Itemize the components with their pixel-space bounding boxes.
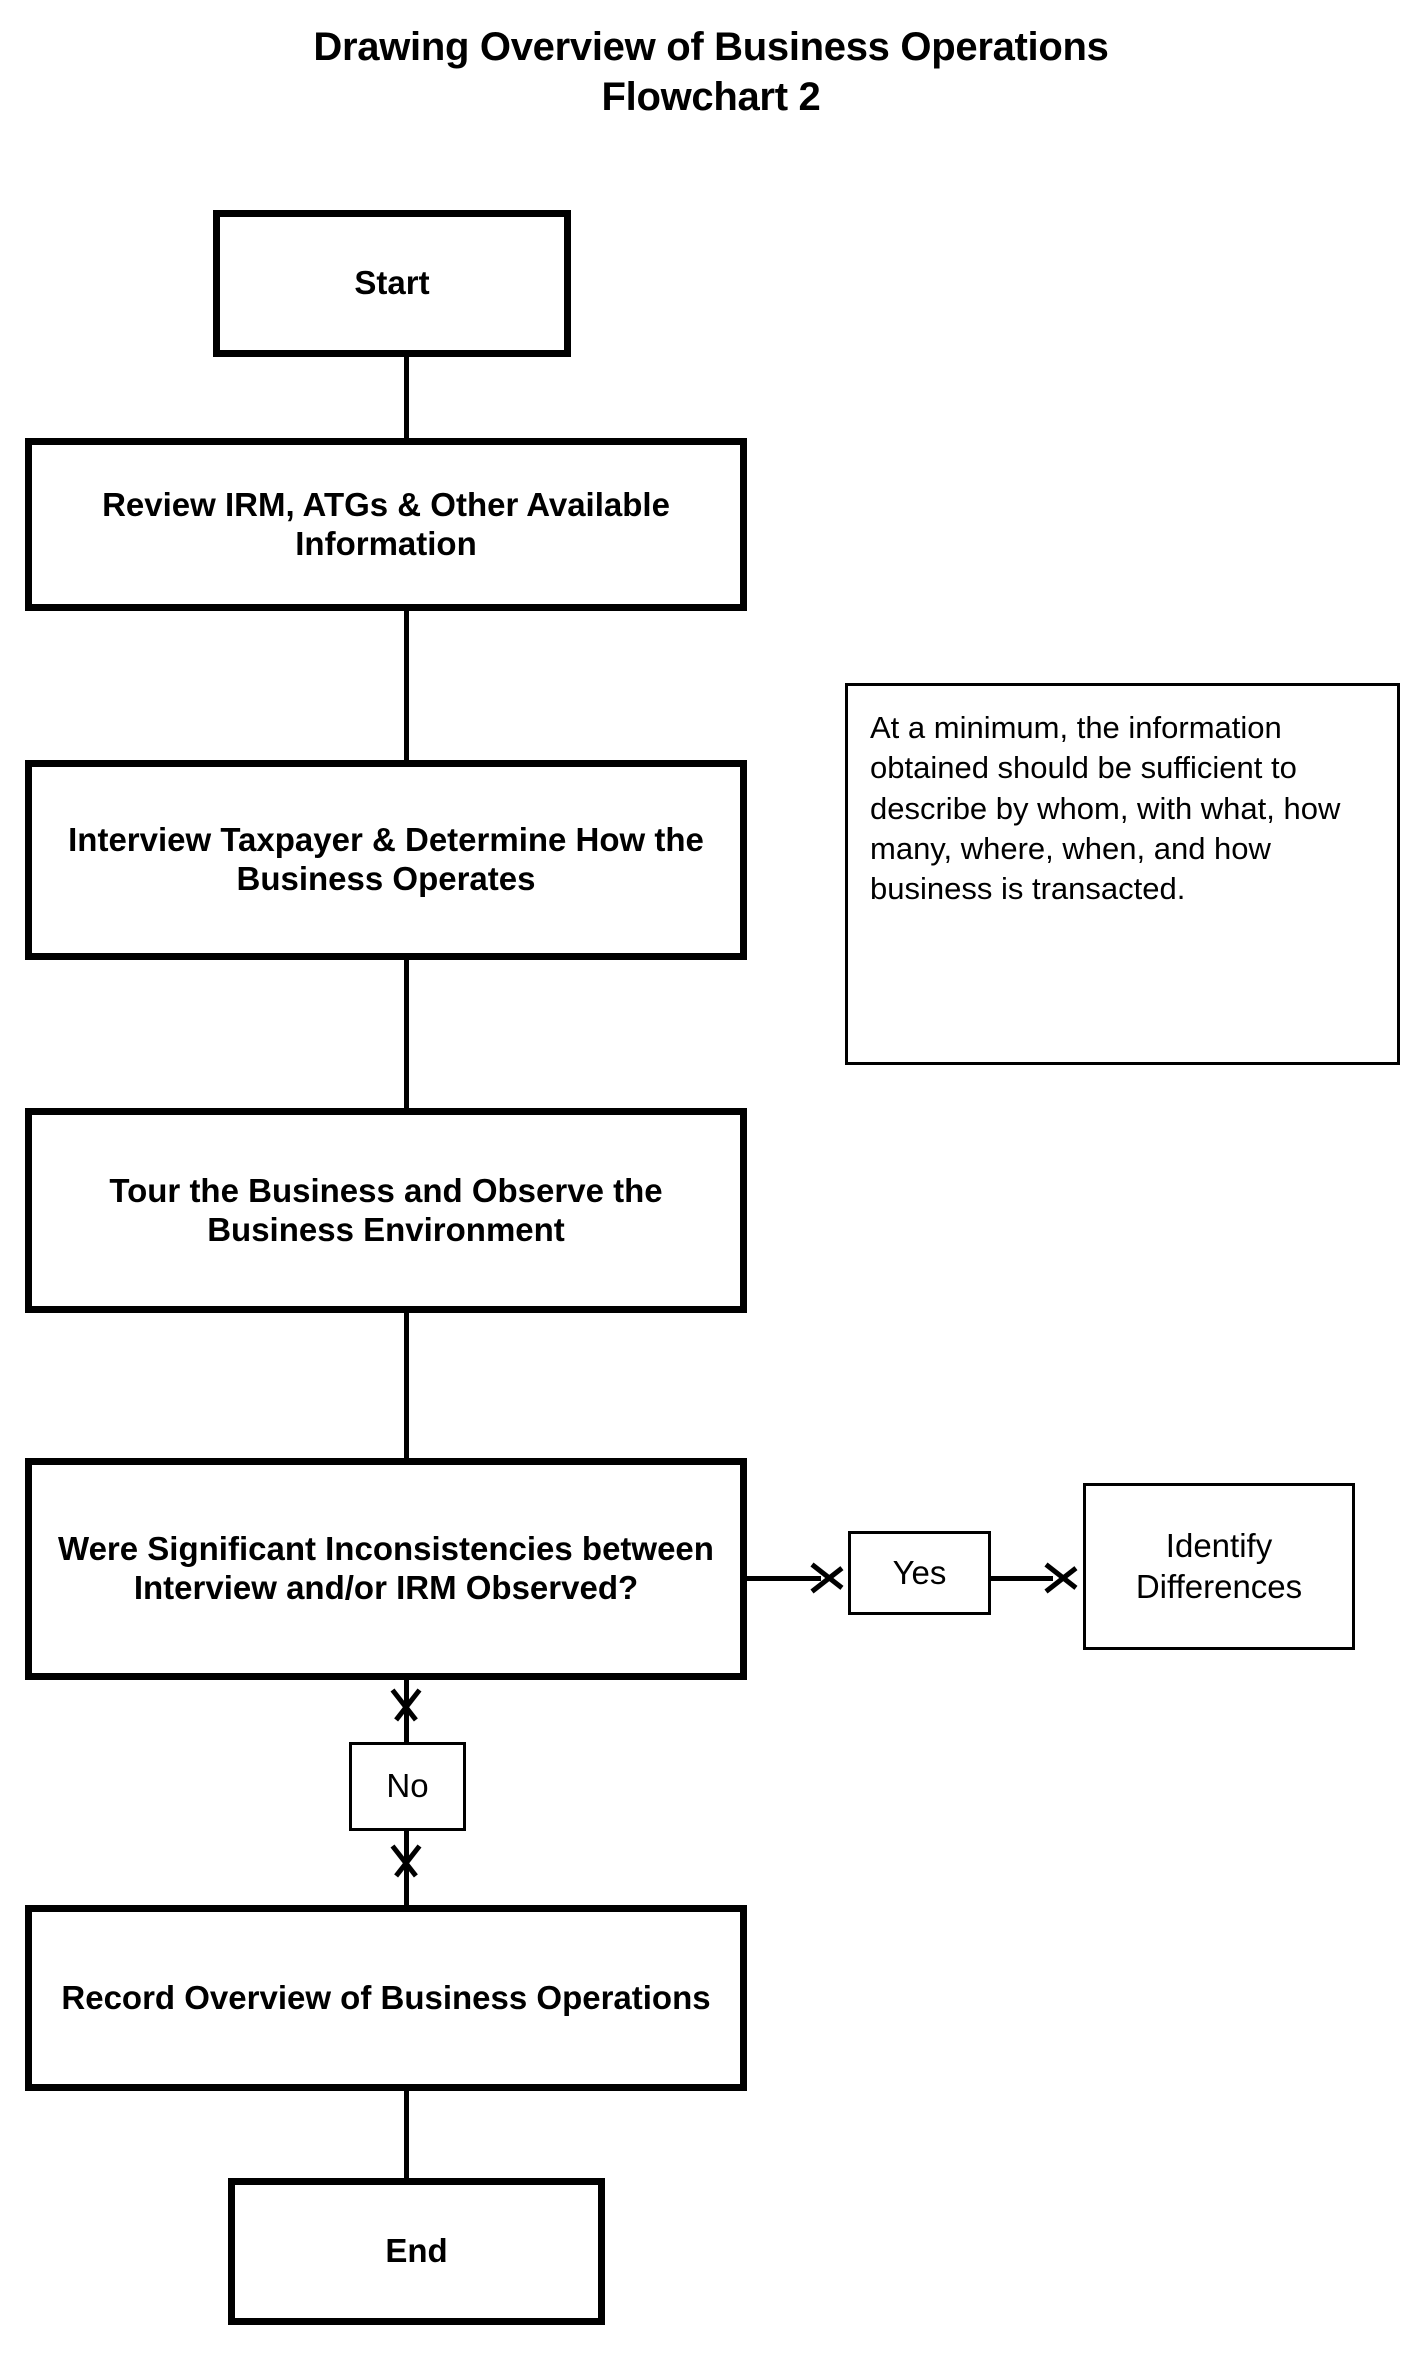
node-start[interactable]: Start	[213, 210, 571, 357]
arrowhead-no-to-record	[383, 1846, 429, 1880]
connector-yes-to-identify	[991, 1576, 1053, 1581]
connector-tour-to-decision	[404, 1313, 409, 1458]
node-record-overview-label: Record Overview of Business Operations	[61, 1978, 711, 2016]
node-identify-differences-label: Identify Differences	[1135, 1527, 1303, 1605]
title-line-1: Drawing Overview of Business Operations	[313, 25, 1109, 69]
arrowhead-decision-to-no	[383, 1690, 429, 1724]
node-interview-taxpayer-label: Interview Taxpayer & Determine How the B…	[68, 821, 704, 897]
connector-start-to-review	[404, 357, 409, 438]
annotation-note: At a minimum, the information obtained s…	[845, 683, 1400, 1065]
node-record-overview[interactable]: Record Overview of Business Operations	[25, 1905, 747, 2091]
connector-record-to-end	[404, 2091, 409, 2178]
node-identify-differences[interactable]: Identify Differences	[1083, 1483, 1355, 1650]
annotation-note-text: At a minimum, the information obtained s…	[870, 710, 1341, 907]
page-title: Drawing Overview of Business Operations …	[0, 22, 1422, 122]
title-line-2: Flowchart 2	[601, 75, 821, 119]
node-review-irm[interactable]: Review IRM, ATGs & Other Available Infor…	[25, 438, 747, 611]
node-decision-inconsistencies[interactable]: Were Significant Inconsistencies between…	[25, 1458, 747, 1680]
connector-review-to-interview	[404, 611, 409, 760]
node-tour-business[interactable]: Tour the Business and Observe the Busine…	[25, 1108, 747, 1313]
node-tour-business-label: Tour the Business and Observe the Busine…	[109, 1171, 663, 1248]
node-start-label: Start	[354, 264, 430, 302]
node-interview-taxpayer[interactable]: Interview Taxpayer & Determine How the B…	[25, 760, 747, 960]
node-review-irm-label: Review IRM, ATGs & Other Available Infor…	[102, 485, 670, 562]
connector-decision-to-yes	[747, 1576, 821, 1581]
node-branch-no[interactable]: No	[349, 1742, 466, 1831]
node-branch-yes-label: Yes	[892, 1553, 947, 1591]
node-branch-yes[interactable]: Yes	[848, 1531, 991, 1615]
node-end[interactable]: End	[228, 2178, 605, 2325]
arrowhead-decision-to-yes	[812, 1555, 846, 1601]
arrowhead-yes-to-identify	[1046, 1555, 1080, 1601]
connector-interview-to-tour	[404, 960, 409, 1108]
node-end-label: End	[385, 2232, 448, 2270]
node-decision-inconsistencies-label: Were Significant Inconsistencies between…	[58, 1530, 714, 1606]
node-branch-no-label: No	[386, 1767, 429, 1805]
